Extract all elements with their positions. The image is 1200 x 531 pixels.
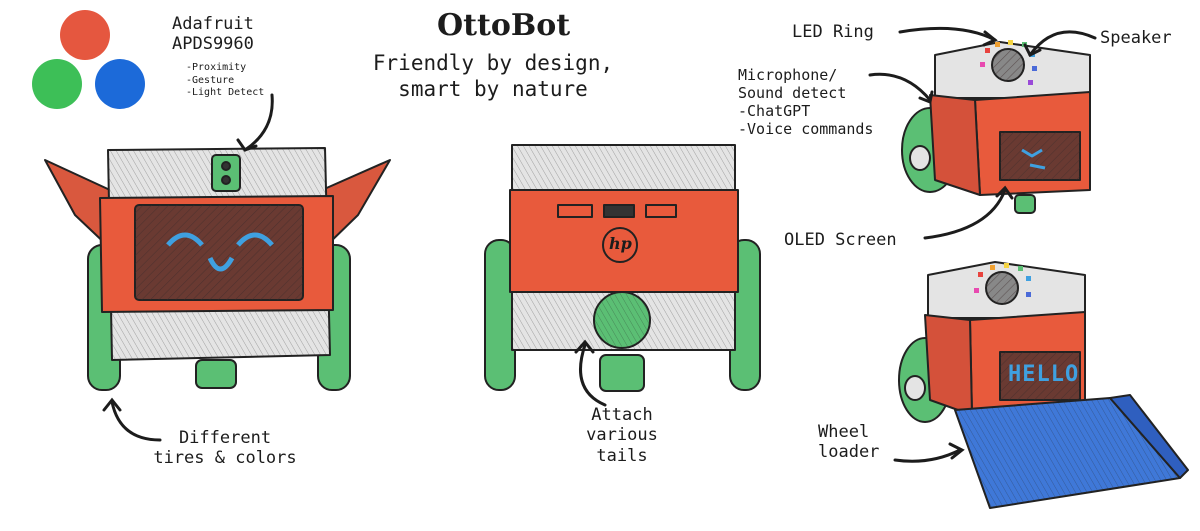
robot-back-view xyxy=(484,144,761,392)
microphone-label: Microphone/ Sound detect -ChatGPT -Voice… xyxy=(738,66,873,138)
loader-arrowhead xyxy=(948,442,965,460)
hp-logo: hp xyxy=(609,234,632,253)
wheel-loader-label: Wheel loader xyxy=(818,422,879,463)
microphone-line-1: Microphone/ xyxy=(738,66,838,84)
led-ring-label: LED Ring xyxy=(792,22,874,42)
subtitle-line-1: Friendly by design, xyxy=(372,51,614,75)
speaker-arrowhead xyxy=(1023,43,1042,58)
robot-wheel-loader xyxy=(898,261,1189,509)
speaker-label: Speaker xyxy=(1100,28,1172,48)
speaker-arrow xyxy=(1028,30,1097,57)
page-subtitle: Friendly by design, smart by nature xyxy=(348,50,638,103)
microphone-line-3: -ChatGPT xyxy=(738,102,811,120)
microphone-arrow xyxy=(868,72,932,102)
oled-arrow xyxy=(923,188,1007,240)
tails-arrowhead xyxy=(574,339,595,354)
robot-front-ears xyxy=(44,147,391,391)
sensor-features: -Proximity -Gesture -Light Detect xyxy=(186,62,264,100)
wheel-loader-line-2: loader xyxy=(818,442,880,463)
oled-hello-text: HELLO xyxy=(1008,362,1080,387)
tires-line-1: Different xyxy=(178,428,272,448)
sensor-feature-proximity: -Proximity xyxy=(186,62,247,73)
microphone-line-4: -Voice commands xyxy=(738,120,874,138)
wheel-loader-line-1: Wheel xyxy=(818,422,870,442)
red-color-dot xyxy=(60,10,110,60)
blue-color-dot xyxy=(95,59,145,109)
microphone-arrowhead xyxy=(918,90,934,105)
led-ring-arrow xyxy=(898,26,997,42)
tires-label: Different tires & colors xyxy=(140,428,310,469)
sensor-arrow xyxy=(243,93,274,152)
sensor-feature-gesture: -Gesture xyxy=(186,74,235,86)
tails-line-3: tails xyxy=(596,445,648,466)
tails-label: Attach various tails xyxy=(572,405,672,466)
subtitle-line-2: smart by nature xyxy=(398,77,588,102)
tires-arrow xyxy=(110,400,162,442)
led-ring-arrowhead xyxy=(982,30,998,47)
sensor-arrowhead xyxy=(236,138,258,152)
oled-arrowhead xyxy=(995,185,1014,200)
sensor-title-line-2: APDS9960 xyxy=(172,34,254,55)
tails-arrow xyxy=(579,343,607,407)
loader-arrow xyxy=(893,448,962,463)
tires-line-2: tires & colors xyxy=(153,448,297,469)
sensor-label: Adafruit APDS9960 xyxy=(172,14,254,55)
tails-line-1: Attach xyxy=(591,405,653,425)
sensor-title-line-1: Adafruit xyxy=(172,14,254,34)
sensor-feature-light: -Light Detect xyxy=(186,87,265,98)
tires-arrowhead xyxy=(102,397,122,412)
oled-label: OLED Screen xyxy=(784,230,897,250)
microphone-line-2: Sound detect xyxy=(738,84,847,102)
robot-three-quarter-view xyxy=(901,40,1091,214)
tails-line-2: various xyxy=(586,425,658,446)
page-title: OttoBot xyxy=(437,8,571,43)
green-color-dot xyxy=(32,59,82,109)
